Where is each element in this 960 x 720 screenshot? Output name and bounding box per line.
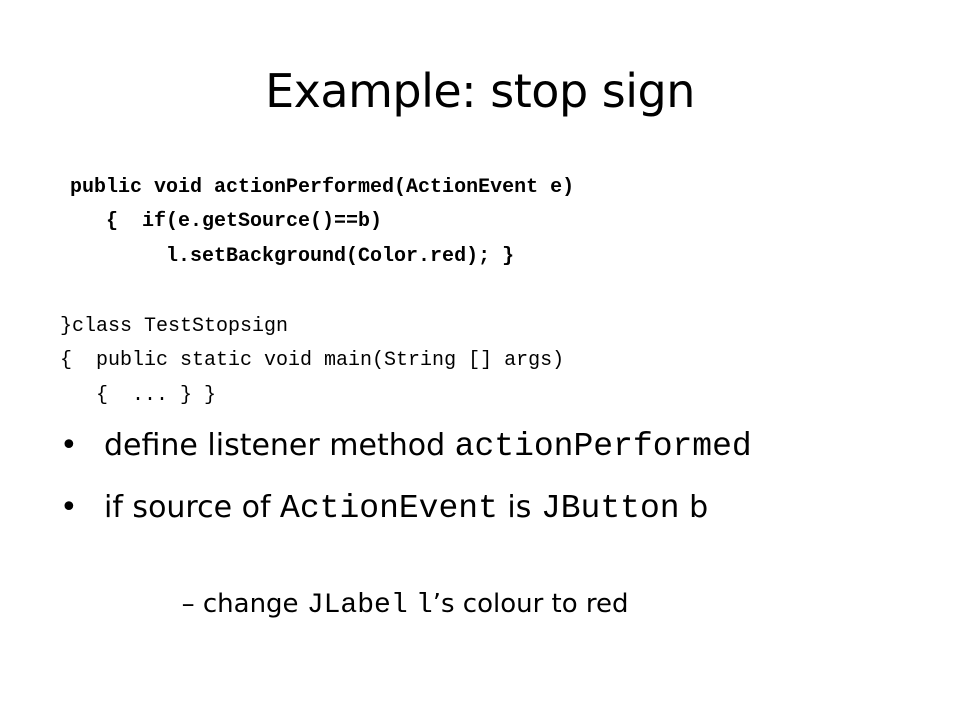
slide-title: Example: stop sign: [265, 64, 695, 118]
bullet-text: define listener method actionPerformed: [104, 428, 752, 465]
code-line: public void actionPerformed(ActionEvent …: [70, 176, 575, 199]
sub-bullet-item: – change JLabel l’s colour to red: [181, 589, 629, 621]
bullet-marker: •: [60, 428, 78, 463]
sub-bullet-marker: –: [181, 589, 195, 619]
code-line: }class TestStopsign: [60, 315, 289, 338]
code-line: { public static void main(String [] args…: [60, 349, 565, 372]
code-line: { ... } }: [60, 384, 217, 407]
bullet-marker: •: [60, 490, 78, 525]
bullet-text: if source of ActionEvent is JButton b: [104, 490, 709, 527]
code-line: l.setBackground(Color.red); }: [70, 245, 515, 268]
code-line: { if(e.getSource()==b): [70, 210, 383, 233]
